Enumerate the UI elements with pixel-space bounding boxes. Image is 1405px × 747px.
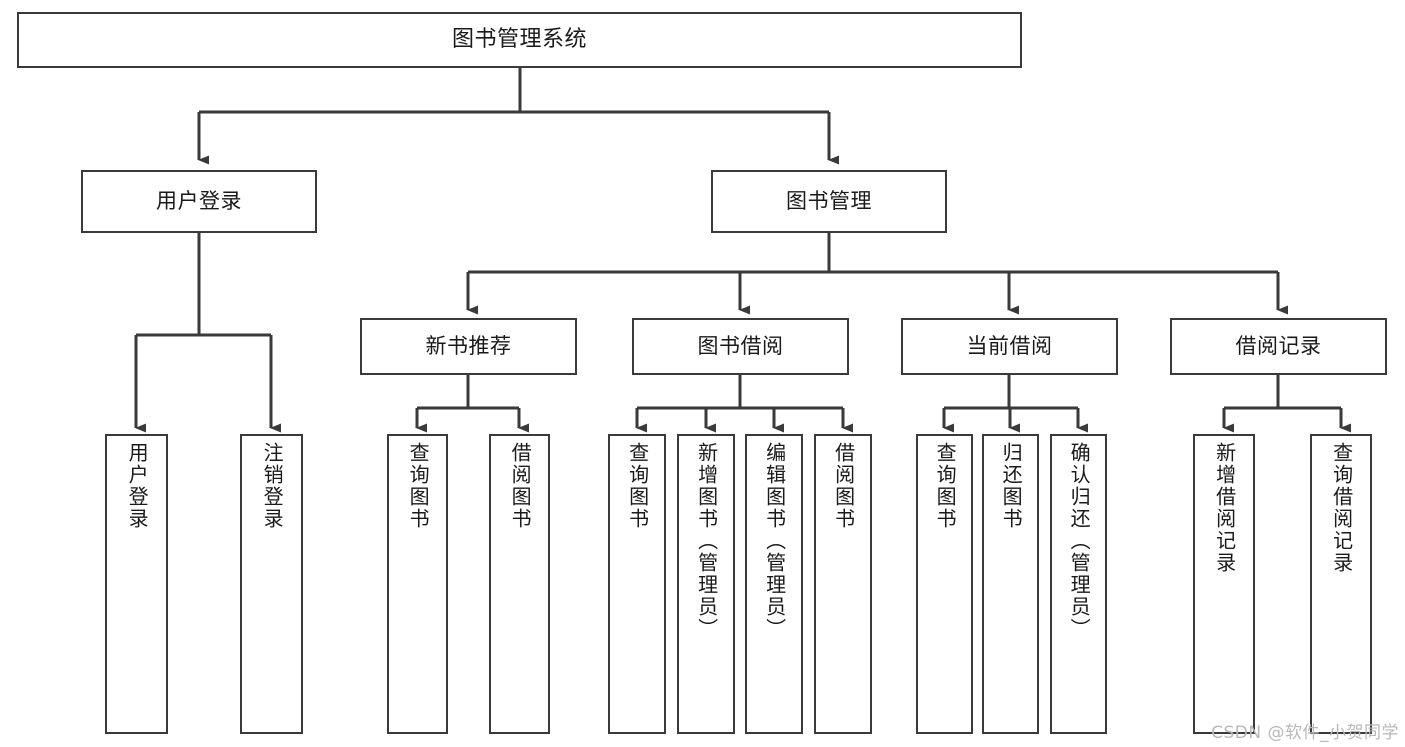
node-leaf-record-query-label: 查询借阅记录	[1329, 442, 1354, 574]
node-borrow-record[interactable]: 借阅记录	[1170, 318, 1387, 375]
node-leaf-borrow-query[interactable]: 查询图书	[608, 434, 666, 734]
node-leaf-borrow-borrow-label: 借阅图书	[831, 442, 856, 530]
node-leaf-record-add[interactable]: 新增借阅记录	[1193, 434, 1255, 734]
node-current-borrow[interactable]: 当前借阅	[901, 318, 1118, 375]
node-leaf-borrow-edit-admin-label: 编辑图书（管理员）	[762, 442, 787, 640]
node-leaf-current-query[interactable]: 查询图书	[916, 434, 973, 734]
node-leaf-newbook-borrow-label: 借阅图书	[508, 442, 533, 530]
node-leaf-borrow-add-admin-label: 新增图书（管理员）	[694, 442, 719, 640]
node-book-management[interactable]: 图书管理	[711, 170, 947, 233]
node-root-system[interactable]: 图书管理系统	[17, 12, 1022, 68]
node-new-book-recommend[interactable]: 新书推荐	[360, 318, 577, 375]
node-leaf-user-login-login[interactable]: 用户登录	[105, 434, 168, 734]
node-leaf-newbook-borrow[interactable]: 借阅图书	[489, 434, 550, 734]
node-leaf-record-query[interactable]: 查询借阅记录	[1310, 434, 1372, 734]
node-leaf-borrow-borrow[interactable]: 借阅图书	[814, 434, 872, 734]
node-book-borrow[interactable]: 图书借阅	[632, 318, 849, 375]
node-leaf-current-return[interactable]: 归还图书	[982, 434, 1039, 734]
node-leaf-current-return-label: 归还图书	[999, 442, 1024, 530]
node-book-management-label: 图书管理	[786, 189, 872, 214]
node-new-book-recommend-label: 新书推荐	[425, 334, 512, 359]
node-leaf-current-confirm-return-admin-label: 确认归还（管理员）	[1067, 442, 1092, 640]
node-leaf-user-login-logout-label: 注销登录	[260, 442, 285, 530]
node-leaf-user-login-login-label: 用户登录	[125, 442, 150, 530]
node-user-login[interactable]: 用户登录	[81, 170, 317, 233]
node-leaf-newbook-query[interactable]: 查询图书	[387, 434, 448, 734]
node-leaf-current-confirm-return-admin[interactable]: 确认归还（管理员）	[1050, 434, 1107, 734]
node-leaf-newbook-query-label: 查询图书	[406, 442, 431, 530]
node-leaf-borrow-edit-admin[interactable]: 编辑图书（管理员）	[745, 434, 803, 734]
node-root-system-label: 图书管理系统	[451, 27, 587, 53]
node-book-borrow-label: 图书借阅	[697, 334, 784, 359]
node-leaf-user-login-logout[interactable]: 注销登录	[240, 434, 303, 734]
node-leaf-borrow-query-label: 查询图书	[625, 442, 650, 530]
node-leaf-current-query-label: 查询图书	[933, 442, 958, 530]
node-leaf-borrow-add-admin[interactable]: 新增图书（管理员）	[677, 434, 735, 734]
node-current-borrow-label: 当前借阅	[966, 334, 1053, 359]
node-user-login-label: 用户登录	[156, 189, 242, 214]
node-borrow-record-label: 借阅记录	[1235, 334, 1322, 359]
node-leaf-record-add-label: 新增借阅记录	[1212, 442, 1237, 574]
